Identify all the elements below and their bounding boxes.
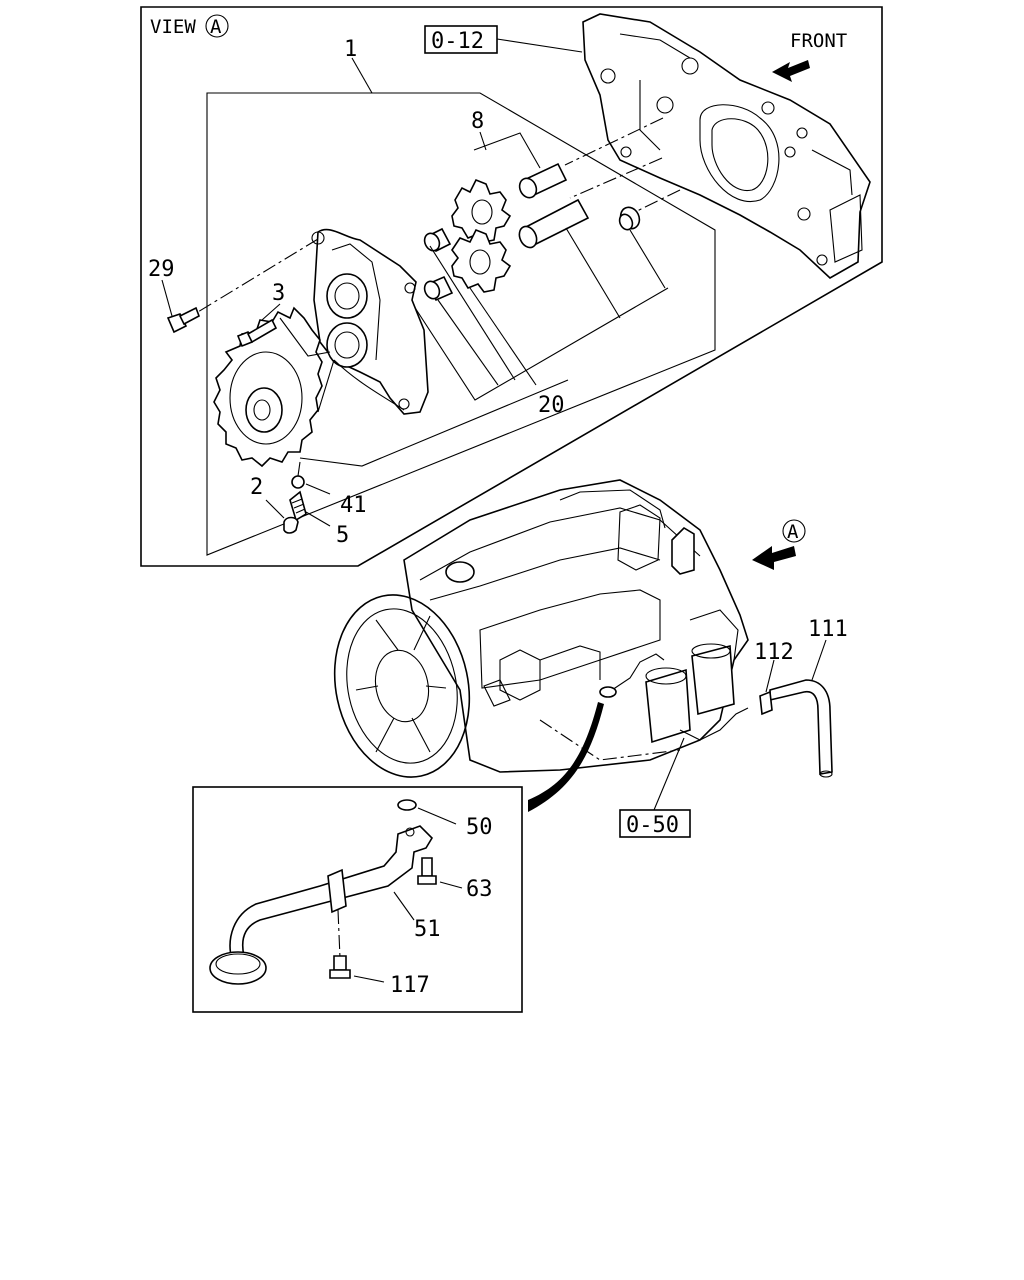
part-63-bolt: [421, 857, 433, 877]
part-50-oring: [397, 799, 417, 811]
part-bush-left-lower: [423, 275, 454, 302]
callout-29: 29: [148, 257, 175, 282]
front-arrow-icon: [772, 60, 810, 82]
callout-20: 20: [538, 393, 565, 418]
ref-box-0-12: [424, 25, 498, 54]
strainer-bracket: [327, 868, 347, 914]
view-label: VIEW: [150, 16, 196, 38]
callout-112: 112: [754, 640, 794, 665]
part-2-plug: [283, 516, 299, 534]
pump-housing: [311, 228, 429, 415]
part-bush: [618, 206, 641, 231]
part-112-clip: [759, 690, 773, 716]
part-111-hose: [769, 679, 833, 778]
section-arrow-icon: [752, 546, 796, 570]
callout-3: 3: [272, 281, 285, 306]
callout-41: 41: [340, 493, 367, 518]
strainer-detail-panel: 50 51 63 117: [192, 786, 523, 1013]
callout-63: 63: [466, 877, 493, 902]
part-3-bolt: [236, 318, 278, 348]
oil-filter: [645, 668, 691, 744]
callout-1: 1: [344, 37, 357, 62]
flywheel: [333, 594, 471, 778]
callout-51: 51: [414, 917, 441, 942]
part-117-bolt: [333, 955, 347, 971]
part-bush-left-upper: [423, 227, 452, 253]
pump-gear-lower: [451, 228, 512, 293]
callout-50: 50: [466, 815, 493, 840]
callout-5: 5: [336, 523, 349, 548]
view-a-panel: VIEW A 1 0-12 FRONT: [140, 6, 883, 567]
part-8-shaft: [518, 198, 590, 249]
assembly-1-bracket: [206, 92, 716, 556]
view-marker: A: [210, 16, 222, 38]
engine-assembly: [333, 479, 749, 778]
ref-0-12: 0-12: [431, 29, 484, 54]
pump-gear-upper: [451, 178, 512, 243]
oil-filter-2: [691, 644, 735, 716]
strainer-screen: [209, 951, 267, 985]
ref-box-0-50: [619, 809, 691, 838]
leader-0-12: [496, 38, 583, 53]
breather: [671, 526, 695, 575]
pump-drive-gear: [213, 306, 323, 468]
detail-connector: [528, 702, 604, 812]
callout-117: 117: [390, 973, 430, 998]
ref-0-50: 0-50: [626, 813, 679, 838]
view-marker-circle: [205, 14, 229, 38]
section-a-indicator: A: [752, 519, 806, 570]
section-marker: A: [787, 521, 799, 543]
part-8-pin: [518, 162, 568, 199]
callout-111: 111: [808, 617, 848, 642]
leader-1: [351, 57, 373, 94]
callout-8: 8: [471, 109, 484, 134]
callout-2: 2: [250, 475, 263, 500]
part-41-ball: [291, 475, 305, 489]
front-label: FRONT: [790, 30, 847, 52]
front-plate: [582, 13, 871, 279]
oil-filler-cap: [445, 561, 475, 583]
part-29-bolt: [166, 306, 200, 334]
